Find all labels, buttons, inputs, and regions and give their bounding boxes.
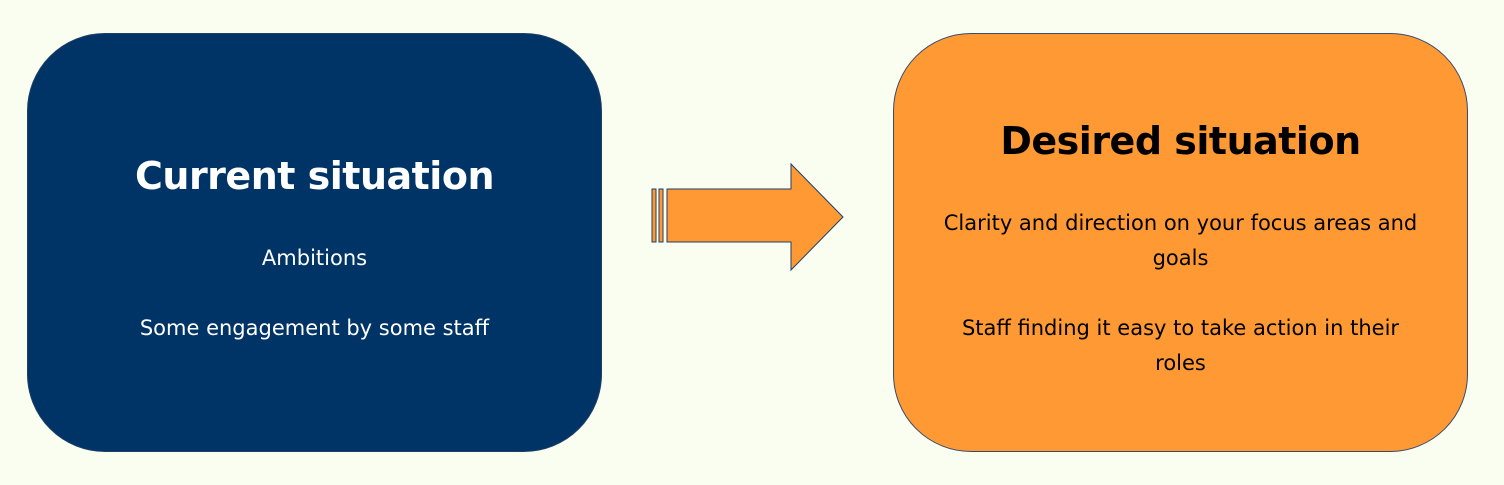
transition-arrow-icon (651, 162, 844, 272)
current-situation-line-2: Some engagement by some staff (139, 316, 490, 340)
desired-situation-box: Desired situation Clarity and direction … (893, 33, 1468, 452)
current-situation-line-1: Ambitions (261, 246, 368, 270)
desired-situation-line-2: Staff finding it easy to take action in … (961, 316, 1400, 375)
desired-situation-title: Desired situation (1000, 119, 1361, 163)
desired-situation-line-1: Clarity and direction on your focus area… (943, 211, 1418, 270)
current-situation-box: Current situation Ambitions Some engagem… (27, 33, 602, 452)
current-situation-title: Current situation (135, 154, 495, 198)
